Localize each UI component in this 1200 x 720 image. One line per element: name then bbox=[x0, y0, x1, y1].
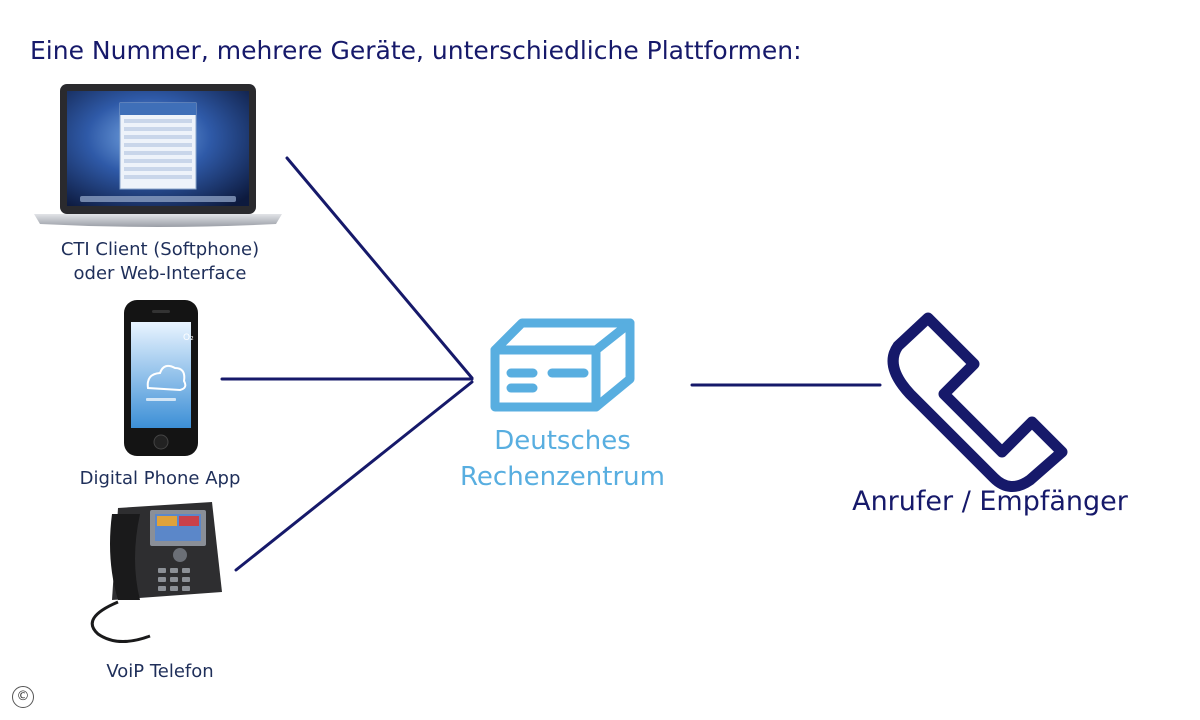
server-icon bbox=[490, 318, 635, 412]
label-cti-line1: CTI Client (Softphone) bbox=[60, 239, 260, 260]
page-title: Eine Nummer, mehrere Geräte, unterschied… bbox=[30, 36, 802, 65]
svg-text:O₂: O₂ bbox=[183, 333, 194, 343]
label-cti-client: CTI Client (Softphone) oder Web-Interfac… bbox=[20, 238, 300, 286]
label-datacenter-line2: Rechenzentrum bbox=[460, 462, 665, 492]
label-cti-line2: oder Web-Interface bbox=[73, 263, 247, 284]
label-datacenter: Deutsches Rechenzentrum bbox=[430, 423, 695, 495]
desk-phone-icon bbox=[90, 502, 222, 643]
label-endpoint: Anrufer / Empfänger bbox=[852, 486, 1128, 517]
connectors bbox=[220, 156, 882, 572]
label-datacenter-line1: Deutsches bbox=[494, 426, 631, 456]
label-voip-telefon: VoiP Telefon bbox=[106, 661, 214, 682]
smartphone-icon: O₂ bbox=[124, 300, 198, 456]
connector-laptop bbox=[285, 156, 474, 380]
laptop-icon bbox=[34, 84, 282, 227]
label-digital-phone-app: Digital Phone App bbox=[79, 468, 241, 489]
connector-desk-phone bbox=[234, 380, 474, 572]
phone-handset-icon bbox=[887, 312, 1068, 492]
copyright-badge: © bbox=[12, 686, 34, 708]
